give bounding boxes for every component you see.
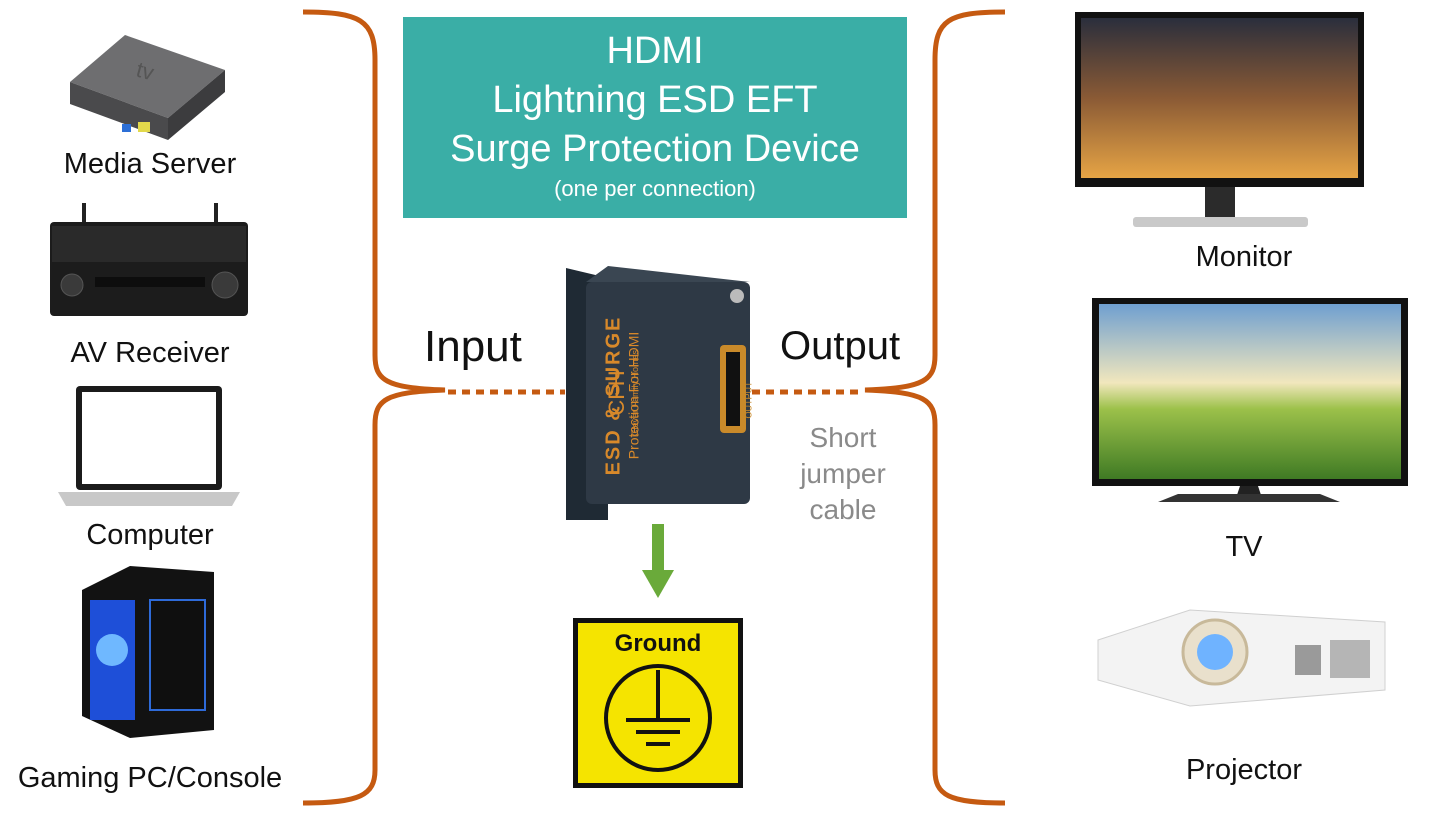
gaming-pc-icon <box>82 566 214 738</box>
ground-label: Ground <box>614 630 702 657</box>
title-line-1: HDMI <box>606 30 704 72</box>
jumper-cable-note: Short jumper cable <box>793 420 893 528</box>
title-subtitle: (one per connection) <box>554 176 756 201</box>
left-brace <box>302 9 446 806</box>
input-label-media-server: Media Server <box>63 148 237 180</box>
ground-sign <box>573 618 743 788</box>
input-label-gaming-pc: Gaming PC/Console <box>17 762 283 794</box>
device-brand-block: CFH Clever Family Homes <box>604 333 640 453</box>
right-brace <box>864 9 1006 806</box>
surge-device <box>566 266 750 520</box>
ground-arrow <box>642 524 674 598</box>
jumper-line-2: jumper <box>800 458 886 489</box>
output-label-tv: TV <box>1225 531 1263 563</box>
output-label: Output <box>780 324 901 368</box>
tv-icon <box>1092 298 1408 502</box>
jumper-line-1: Short <box>809 422 877 453</box>
title-line-2: Lightning ESD EFT <box>492 79 818 121</box>
media-server-icon: tv <box>70 35 225 140</box>
svg-text:tv: tv <box>134 57 157 86</box>
device-brand-sub: Clever Family Homes <box>630 350 640 437</box>
title-line-3: Surge Protection Device <box>450 128 860 170</box>
output-label-monitor: Monitor <box>1195 241 1293 273</box>
title-box: HDMI Lightning ESD EFT Surge Protection … <box>403 17 907 218</box>
device-brand: CFH <box>604 370 629 416</box>
input-label: Input <box>424 322 522 371</box>
jumper-line-3: cable <box>809 494 877 525</box>
input-label-av-receiver: AV Receiver <box>70 337 230 369</box>
av-receiver-icon <box>50 203 248 316</box>
laptop-icon <box>58 386 240 506</box>
output-label-projector: Projector <box>1185 754 1303 786</box>
device-port-label: OUTPUT <box>743 381 754 419</box>
projector-icon <box>1097 609 1386 707</box>
monitor-icon <box>1075 12 1364 227</box>
input-label-computer: Computer <box>86 519 214 551</box>
